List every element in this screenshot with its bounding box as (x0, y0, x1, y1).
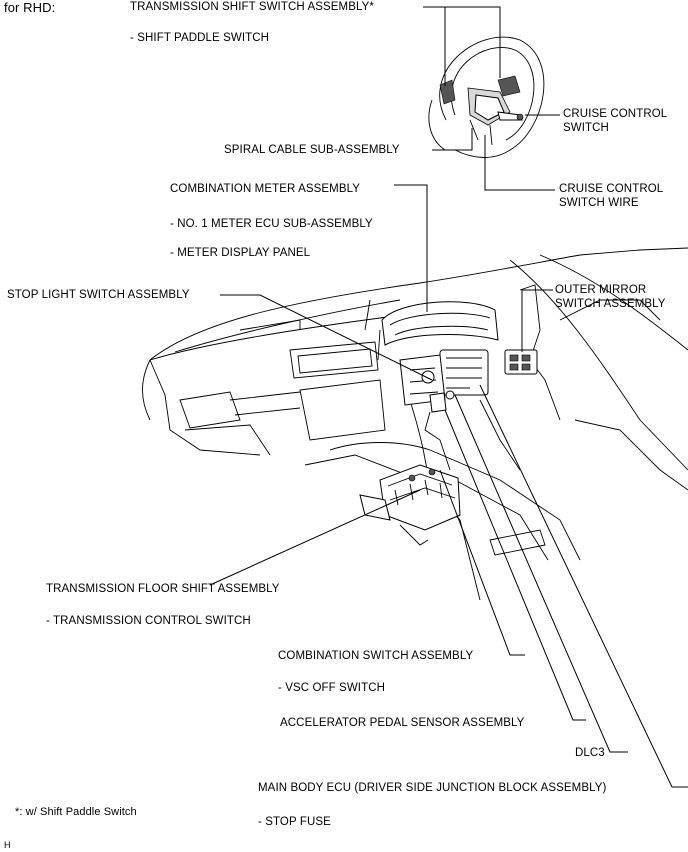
label-transmission-control-switch: - TRANSMISSION CONTROL SWITCH (46, 615, 251, 627)
label-stop-fuse: - STOP FUSE (258, 816, 331, 828)
label-spiral-cable: SPIRAL CABLE SUB-ASSEMBLY (224, 144, 400, 156)
label-combination-switch: COMBINATION SWITCH ASSEMBLY (278, 650, 474, 662)
label-stop-light-switch: STOP LIGHT SWITCH ASSEMBLY (7, 289, 190, 301)
label-cruise-control-switch-line2: SWITCH (563, 122, 609, 134)
label-main-body-ecu: MAIN BODY ECU (DRIVER SIDE JUNCTION BLOC… (258, 782, 607, 794)
variant-heading: for RHD: (4, 0, 56, 15)
leader-lines (209, 6, 688, 788)
label-cruise-control-switch-line1: CRUISE CONTROL (563, 108, 668, 120)
label-vsc-off-switch: - VSC OFF SWITCH (278, 682, 386, 694)
label-shift-paddle-switch: - SHIFT PADDLE SWITCH (130, 32, 270, 44)
corner-mark: H (4, 840, 11, 850)
label-outer-mirror-line2: SWITCH ASSEMBLY (555, 298, 666, 310)
label-transmission-shift-switch: TRANSMISSION SHIFT SWITCH ASSEMBLY* (130, 1, 374, 13)
label-dlc3: DLC3 (575, 747, 605, 759)
label-cruise-switch-wire-line2: SWITCH WIRE (559, 197, 639, 209)
footnote: *: w/ Shift Paddle Switch (15, 806, 137, 818)
label-combination-meter: COMBINATION METER ASSEMBLY (170, 183, 361, 195)
dashboard-illustration (142, 247, 688, 601)
label-accelerator-pedal-sensor: ACCELERATOR PEDAL SENSOR ASSEMBLY (280, 717, 525, 729)
label-meter-ecu: - NO. 1 METER ECU SUB-ASSEMBLY (170, 218, 373, 230)
steering-wheel-illustration (428, 36, 545, 158)
label-cruise-switch-wire-line1: CRUISE CONTROL (559, 183, 664, 195)
label-outer-mirror-line1: OUTER MIRROR (555, 284, 647, 296)
label-meter-display-panel: - METER DISPLAY PANEL (170, 247, 311, 259)
label-floor-shift-assembly: TRANSMISSION FLOOR SHIFT ASSEMBLY (46, 583, 280, 595)
